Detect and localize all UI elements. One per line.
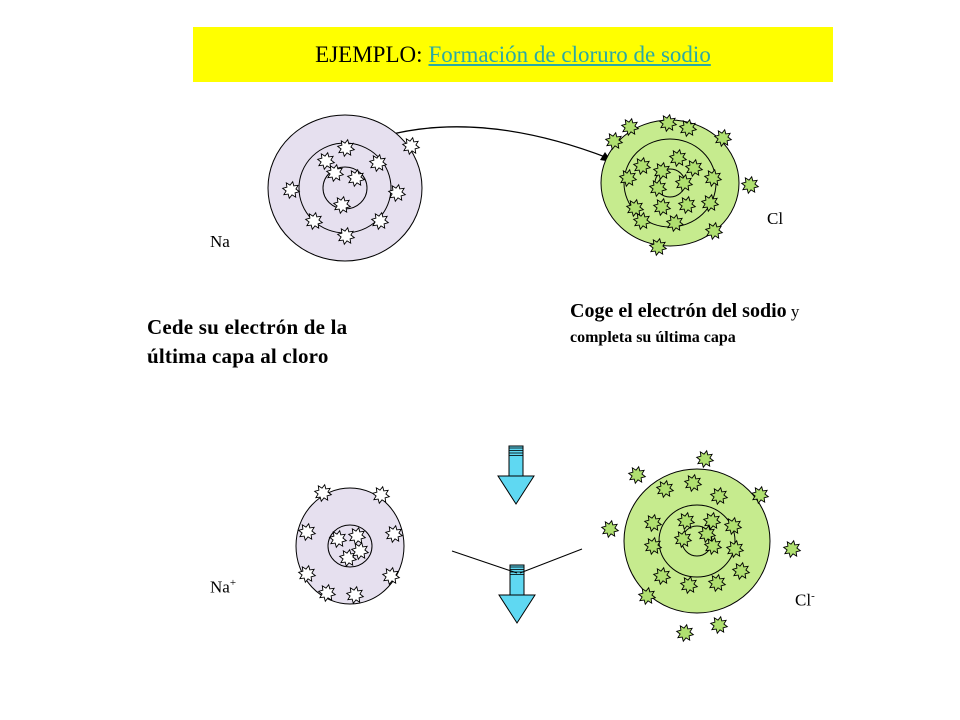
charge-minus: -	[811, 590, 815, 602]
electron-shell	[295, 487, 405, 605]
electron-icon	[338, 548, 358, 568]
electron-icon	[725, 539, 745, 559]
electron-icon	[618, 168, 638, 188]
electron-icon	[782, 539, 802, 559]
electron-icon	[620, 117, 640, 137]
electron-icon	[674, 173, 694, 193]
electron-icon	[325, 163, 345, 183]
caption-chlorine: Coge el electrón del sodio y completa su…	[570, 300, 800, 346]
electron-icon	[697, 524, 717, 544]
electron-icon	[336, 138, 356, 158]
electron-icon	[677, 195, 697, 215]
electron-icon	[381, 566, 401, 586]
down-arrow-bottom	[498, 564, 536, 624]
electron-icon	[652, 161, 672, 181]
electron-icon	[673, 529, 693, 549]
chlorine-atom	[600, 113, 760, 257]
label-cl: Cl	[767, 209, 784, 228]
chlorine-ion	[600, 449, 802, 643]
electron-icon	[652, 197, 672, 217]
electron-icon	[740, 175, 760, 195]
electron-icon	[713, 128, 733, 148]
title-prefix: EJEMPLO:	[315, 41, 423, 67]
electron-icon	[313, 483, 333, 503]
electron-icon	[304, 211, 324, 231]
electron-icon	[336, 226, 356, 246]
electron-icon	[731, 561, 751, 581]
electron-icon	[648, 178, 668, 198]
electron-icon	[627, 465, 647, 485]
electron-icon	[387, 183, 407, 203]
electron-icon	[368, 153, 388, 173]
electron-icon	[643, 536, 663, 556]
electron-icon	[632, 156, 652, 176]
sodium-atom	[267, 114, 423, 262]
electron-icon	[316, 151, 336, 171]
electron-icon	[370, 211, 390, 231]
electron-icon	[371, 485, 391, 505]
electron-icon	[317, 583, 337, 603]
connector-right	[519, 548, 583, 574]
electron-icon	[665, 213, 685, 233]
label-na: Na	[210, 232, 230, 251]
electron-shell	[327, 524, 373, 568]
connector-left	[451, 550, 518, 574]
electron-icon	[683, 473, 703, 493]
sodium-ion	[295, 483, 405, 605]
electron-icon	[703, 168, 723, 188]
electron-icon	[384, 524, 404, 544]
charge-plus: +	[229, 577, 237, 589]
electron-icon	[347, 526, 367, 546]
electron-icon	[704, 221, 724, 241]
electron-icon	[297, 522, 317, 542]
electron-icon	[709, 486, 729, 506]
electron-icon	[668, 148, 688, 168]
electron-icon	[655, 479, 675, 499]
electron-icon	[637, 586, 657, 606]
label-cl-ion: Cl-	[795, 590, 815, 610]
electron-icon	[350, 541, 370, 561]
electron-icon	[658, 113, 678, 133]
electron-icon	[600, 519, 620, 539]
electron-icon	[652, 566, 672, 586]
electron-icon	[676, 511, 696, 531]
electron-icon	[297, 564, 317, 584]
electron-icon	[675, 623, 695, 643]
electron-icon	[345, 585, 365, 605]
electron-icon	[750, 485, 770, 505]
electron-icon	[709, 615, 729, 635]
electron-icon	[684, 158, 704, 178]
electron-icon	[328, 529, 348, 549]
electron-icon	[678, 118, 698, 138]
electron-icon	[643, 513, 663, 533]
electron-icon	[332, 195, 352, 215]
electron-icon	[707, 573, 727, 593]
electron-icon	[604, 131, 624, 151]
electron-icon	[346, 168, 366, 188]
electron-icon	[679, 575, 699, 595]
electron-icon	[703, 536, 723, 556]
down-arrow-top	[497, 445, 535, 505]
electron-icon	[700, 193, 720, 213]
electron-icon	[281, 180, 301, 200]
caption-sodium: Cede su electrón de la última capa al cl…	[147, 315, 348, 368]
electron-icon	[695, 449, 715, 469]
title-link[interactable]: Formación de cloruro de sodio	[428, 41, 711, 67]
electron-icon	[648, 237, 668, 257]
electron-icon	[401, 136, 421, 156]
label-na-ion: Na+	[210, 577, 237, 597]
electron-icon	[632, 211, 652, 231]
electron-icon	[723, 516, 743, 536]
electron-icon	[702, 511, 722, 531]
title-banner: EJEMPLO: Formación de cloruro de sodio	[193, 27, 833, 82]
